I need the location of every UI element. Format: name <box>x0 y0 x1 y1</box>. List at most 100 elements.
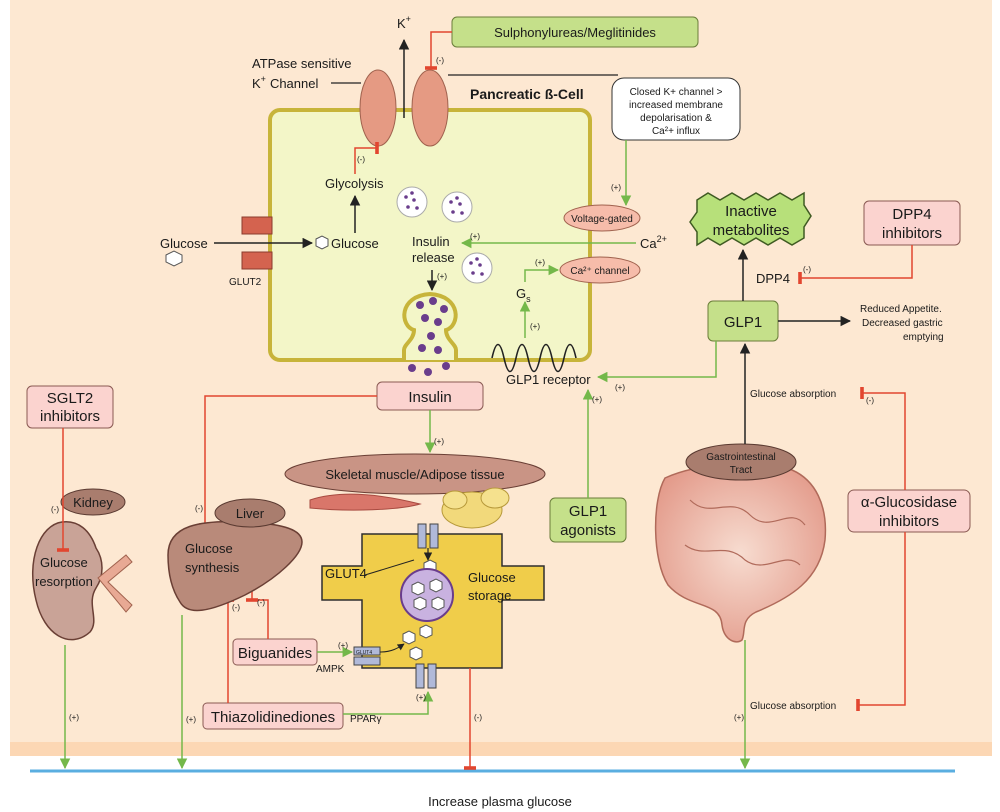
insulin-granules <box>408 297 450 376</box>
storage-to-plasma-sign: (-) <box>474 713 482 722</box>
tzd-liver-sign: (-) <box>232 603 240 612</box>
inactive-metabolites-shape <box>689 191 812 247</box>
glut4-top-left <box>417 523 427 549</box>
glucose-storage-label-2: storage <box>468 588 511 603</box>
closed-k-note-line4: Ca²+ influx <box>652 126 700 137</box>
glut4-side-bottom <box>353 656 381 666</box>
gs-to-ca-channel-arrow <box>524 264 560 282</box>
inactive-metabolites-label-1: Inactive <box>725 203 777 220</box>
gs-label: Gs <box>516 286 531 304</box>
closed-k-note-line1: Closed K+ channel > <box>630 87 723 98</box>
skeletal-muscle-label: Skeletal muscle/Adipose tissue <box>325 467 504 482</box>
sulphonylureas-inhibit-line <box>425 31 452 70</box>
glut4-bottom-left <box>415 663 425 689</box>
ppar-label: PPARγ <box>350 714 382 725</box>
reduced-appetite-line3: emptying <box>903 332 944 343</box>
ca2-channel <box>559 256 641 284</box>
inactive-metabolites-label-2: metabolites <box>713 222 790 239</box>
exocytosis-vesicle <box>402 291 458 360</box>
receptor-to-gs-sign: (+) <box>530 322 540 331</box>
sglt2-label-2: inhibitors <box>40 408 100 425</box>
glp1-receptor-label: GLP1 receptor <box>506 372 591 387</box>
insulin-vesicle-2 <box>441 191 473 223</box>
glp1-agonists-label-1: GLP1 <box>569 503 607 520</box>
sglt2-box <box>26 385 114 429</box>
dpp4-inhibit-sign: (-) <box>803 265 811 274</box>
insulin-release-label-1: Insulin <box>412 234 450 249</box>
insulin-to-liver-sign: (-) <box>195 504 203 513</box>
glucose-synthesis-label-2: synthesis <box>185 560 240 575</box>
closed-k-note-box <box>611 77 741 141</box>
thiazolidinediones-label: Thiazolidinediones <box>211 709 335 726</box>
ca2-to-insulin-sign: (+) <box>470 232 480 241</box>
liver-label: Liver <box>236 506 265 521</box>
alpha-glucosidase-box <box>847 489 971 533</box>
voltage-gated-label: Voltage-gated <box>571 214 633 225</box>
alpha-glucosidase-inhibit-bottom <box>856 532 906 711</box>
ampk-label: AMPK <box>316 664 345 675</box>
kidney-shape <box>32 521 103 641</box>
closed-k-note-line3: depolarisation & <box>640 113 712 124</box>
alpha-glucosidase-inhibit-top <box>860 387 906 490</box>
liver-to-plasma-sign: (+) <box>186 715 196 724</box>
insulin-vesicle-3 <box>461 252 493 284</box>
glp1-to-receptor-arrow <box>596 341 717 383</box>
kidney-to-plasma-sign: (+) <box>69 713 79 722</box>
insulin-to-muscle-sign: (+) <box>434 437 444 446</box>
sulphonylureas-label: Sulphonylureas/Meglitinides <box>494 25 656 40</box>
glp1-label: GLP1 <box>724 314 762 331</box>
glycogen-hexagons <box>411 578 445 611</box>
glut2-label: GLUT2 <box>229 277 262 288</box>
kidney-label: Kidney <box>73 495 113 510</box>
sglt2-label-1: SGLT2 <box>47 390 93 407</box>
glp1-agonists-label-2: agonists <box>560 522 616 539</box>
glucose-outside-icon <box>165 250 183 267</box>
closed-k-note-line2: increased membrane <box>629 100 723 111</box>
gi-tract-folds <box>684 499 806 566</box>
gs-to-ca-sign: (+) <box>535 258 545 267</box>
k-channel-left <box>359 69 397 147</box>
sglt2-sign: (-) <box>51 505 59 514</box>
glucose-inside-icon <box>315 235 329 250</box>
kidney-label-bubble <box>60 488 126 516</box>
gi-tract-label-2: Tract <box>730 465 753 476</box>
glut4-side-arrow <box>379 643 405 653</box>
glp1-agonists-sign: (+) <box>592 395 602 404</box>
glucose-resorption-label-1: Glucose <box>40 555 88 570</box>
glycogen-granule <box>400 568 454 622</box>
glucose-absorption-bottom-label: Glucose absorption <box>750 701 836 712</box>
glut2-top <box>241 216 273 235</box>
glut4-side-top <box>353 646 381 656</box>
ca2-channel-label: Ca²⁺ channel <box>570 266 629 277</box>
biguanides-sign: (+) <box>338 641 348 650</box>
glut4-label: GLUT4 <box>325 566 367 581</box>
gi-tract-label-1: Gastrointestinal <box>706 452 775 463</box>
glucose-storage-label-1: Glucose <box>468 570 516 585</box>
glucose-inside-label: Glucose <box>331 236 379 251</box>
dpp4-enzyme-label: DPP4 <box>756 271 790 286</box>
sulphonylureas-sign: (-) <box>436 56 444 65</box>
alpha-glucosidase-label-2: inhibitors <box>879 513 939 530</box>
glycolysis-inhibit-line <box>354 147 377 174</box>
background-panel-band <box>10 742 992 756</box>
beta-cell-title: Pancreatic ß-Cell <box>470 86 584 102</box>
dpp4-inhibitors-label-1: DPP4 <box>892 206 931 223</box>
plasma-glucose-label: Increase plasma glucose <box>428 794 572 809</box>
glucose-molecules-lower <box>402 624 433 661</box>
glucose-outside-label: Glucose <box>160 236 208 251</box>
ureter-shape <box>97 554 133 613</box>
k-ion-label: K+ <box>397 14 411 31</box>
glp1-receptor-coil <box>491 343 577 373</box>
glycolysis-sign: (-) <box>357 155 365 164</box>
k-channel-label: K+Channel <box>252 74 318 91</box>
reduced-appetite-line1: Reduced Appetite. <box>860 304 942 315</box>
gi-tract-illustration <box>654 463 827 643</box>
glut4-bottom-right <box>427 663 437 689</box>
biguanides-label: Biguanides <box>238 645 312 662</box>
glucose-resorption-label-2: resorption <box>35 574 93 589</box>
atpase-label: ATPase sensitive <box>252 56 351 71</box>
glut2-bottom <box>241 251 273 270</box>
glut4-pointer <box>364 559 415 576</box>
